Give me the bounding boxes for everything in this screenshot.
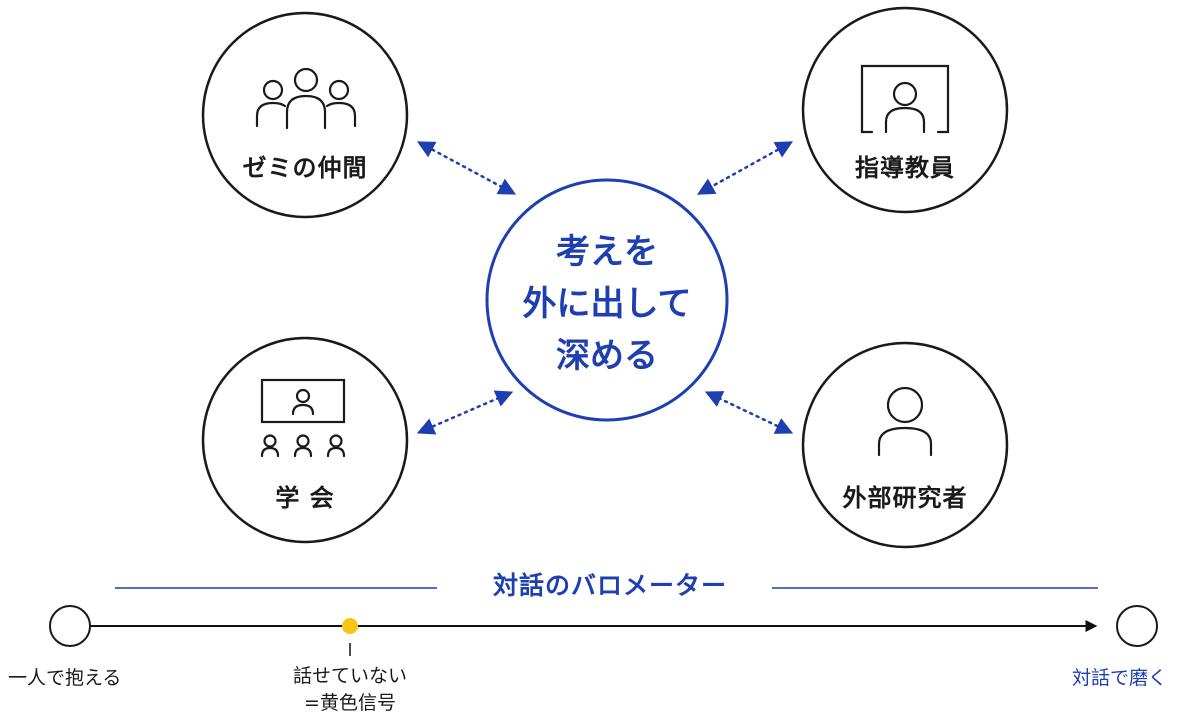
barometer-yellow-marker — [342, 618, 358, 634]
barometer-end-node — [1116, 605, 1158, 647]
seminar-label: ゼミの仲間 — [242, 154, 368, 182]
presenter-screen-icon — [860, 64, 950, 134]
group-people-icon — [255, 67, 357, 130]
barometer-end-label: 対話で磨く — [1072, 667, 1168, 689]
center-line-3: 深める — [556, 336, 658, 376]
center-line-2: 外に出して — [522, 284, 692, 324]
barometer-start-label: 一人で抱える — [8, 667, 122, 689]
arrow-seminar-center — [416, 141, 517, 195]
conference-circle — [201, 336, 409, 544]
arrow-external-center — [704, 391, 794, 434]
conference-label: 学 会 — [275, 484, 335, 512]
barometer-middle-label-line2: =黄色信号 — [304, 692, 396, 714]
external-label: 外部研究者 — [842, 484, 968, 512]
arrow-advisor-center — [696, 141, 794, 195]
person-icon — [877, 386, 933, 457]
barometer-middle-label-line1: 話せていない — [292, 665, 407, 687]
external-circle — [801, 341, 1009, 549]
advisor-circle — [801, 6, 1009, 214]
barometer-middle-label: 話せていない =黄色信号 — [290, 663, 410, 717]
center-circle — [485, 178, 729, 422]
conference-audience-icon — [260, 378, 346, 458]
seminar-circle — [201, 11, 409, 219]
center-line-1: 考えを — [556, 232, 658, 272]
arrow-conference-center — [416, 390, 514, 435]
barometer-start-node — [49, 605, 91, 647]
advisor-label: 指導教員 — [855, 154, 955, 182]
center-label: 考えを 外に出して 深める — [487, 226, 727, 382]
barometer-title: 対話のバロメーター — [492, 571, 727, 600]
